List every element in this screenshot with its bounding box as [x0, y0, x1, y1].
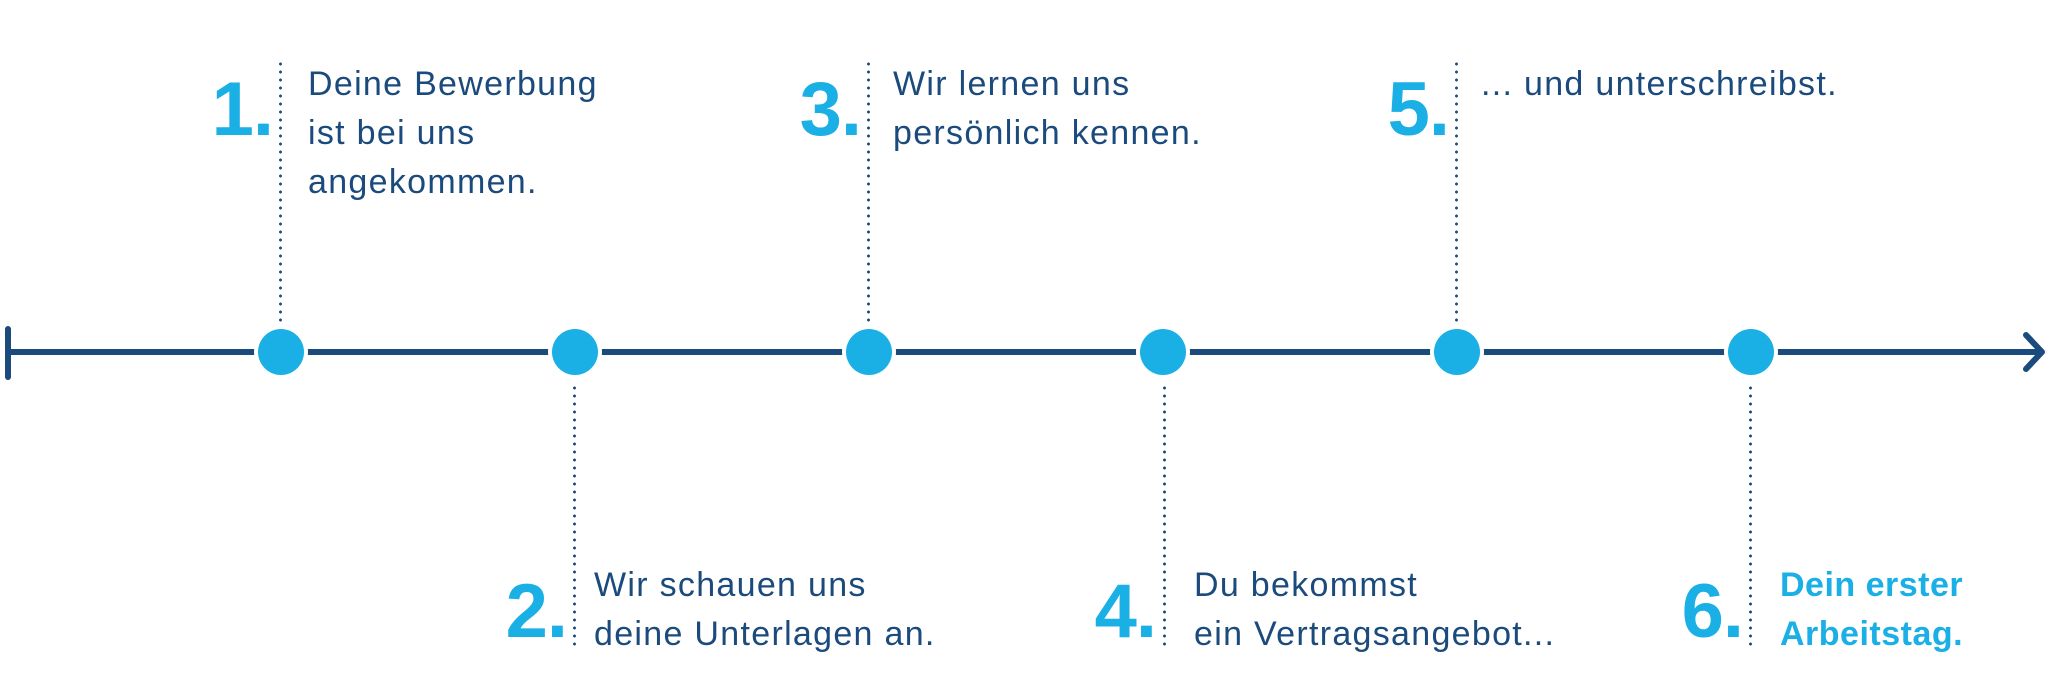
step-3-text: Wir lernen uns persönlich kennen. — [893, 60, 1202, 158]
connector-line-step-5 — [1455, 60, 1458, 322]
step-6-text: Dein erster Arbeitstag. — [1780, 561, 1963, 659]
step-6-number: 6. — [1681, 569, 1744, 654]
step-1-number: 1. — [211, 67, 274, 152]
connector-line-step-3 — [867, 60, 870, 322]
step-6-line-1: Dein erster — [1780, 566, 1964, 604]
connector-line-step-2 — [573, 384, 576, 646]
step-2-text: Wir schauen uns deine Unterlagen an. — [594, 561, 936, 659]
step-1-line-2: ist bei uns — [308, 114, 476, 152]
timeline-node-step-6 — [1728, 329, 1774, 375]
step-4-text: Du bekommst ein Vertragsangebot... — [1194, 561, 1555, 659]
connector-line-step-6 — [1749, 384, 1752, 646]
step-5-number: 5. — [1387, 67, 1450, 152]
connector-line-step-4 — [1163, 384, 1166, 646]
step-1-text: Deine Bewerbung ist bei uns angekommen. — [308, 60, 598, 207]
timeline-axis — [8, 349, 2038, 355]
step-2-line-1: Wir schauen uns — [594, 566, 867, 604]
step-1-line-3: angekommen. — [308, 163, 538, 201]
step-4-line-1: Du bekommst — [1194, 566, 1419, 604]
timeline-node-step-2 — [552, 329, 598, 375]
step-4-line-2: ein Vertragsangebot... — [1194, 615, 1556, 653]
arrow-right-icon — [2023, 332, 2045, 372]
step-1-line-1: Deine Bewerbung — [308, 65, 598, 103]
step-4-number: 4. — [1094, 569, 1157, 654]
step-5-text: ... und unterschreibst. — [1481, 60, 1838, 109]
timeline-node-step-1 — [258, 329, 304, 375]
step-2-line-2: deine Unterlagen an. — [594, 615, 936, 653]
connector-line-step-1 — [279, 60, 282, 322]
step-2-number: 2. — [505, 569, 568, 654]
step-6-line-2: Arbeitstag. — [1780, 615, 1964, 653]
step-3-number: 3. — [799, 67, 862, 152]
timeline-node-step-3 — [846, 329, 892, 375]
timeline-node-step-5 — [1434, 329, 1480, 375]
step-3-line-2: persönlich kennen. — [893, 114, 1202, 152]
timeline-node-step-4 — [1140, 329, 1186, 375]
step-3-line-1: Wir lernen uns — [893, 65, 1131, 103]
step-5-line-1: ... und unterschreibst. — [1481, 65, 1838, 103]
